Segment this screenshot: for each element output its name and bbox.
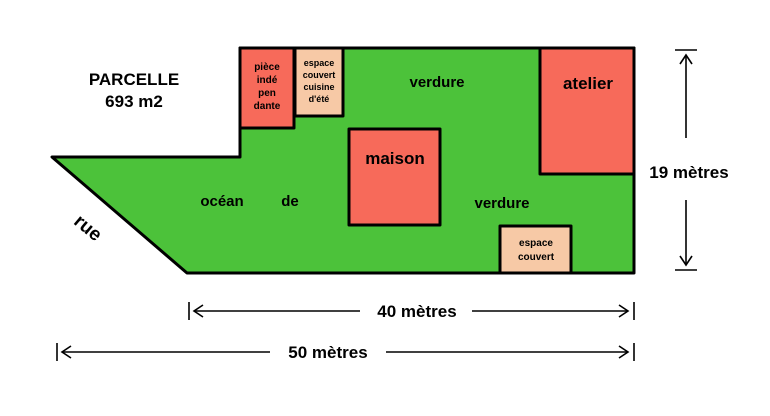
ocean-word: océan [200, 193, 243, 210]
verdure-top-word: verdure [409, 74, 464, 91]
espace-cuisine-building [293, 46, 345, 118]
espace-couvert-building [498, 224, 573, 275]
maison-building [347, 127, 442, 227]
maison-label: maison [365, 149, 425, 168]
height-dimension-label: 19 mètres [649, 163, 728, 182]
piece-independante-building [238, 46, 296, 130]
cuisine-label-line-4: d'été [309, 94, 330, 104]
street-label: rue [70, 211, 106, 246]
parcel-area: 693 m2 [105, 92, 163, 111]
espace-couvert-label-line-1: espace [519, 238, 553, 249]
atelier-label: atelier [563, 74, 613, 93]
cuisine-label-line-3: cuisine [303, 82, 334, 92]
total-width-dimension [56, 343, 635, 361]
inner-width-label: 40 mètres [377, 302, 456, 321]
height-dimension [675, 49, 697, 271]
total-width-label: 50 mètres [288, 343, 367, 362]
de-word: de [281, 193, 299, 210]
piece-label-line-4: dante [254, 101, 281, 112]
cuisine-label-line-2: couvert [303, 70, 336, 80]
atelier-building [538, 46, 636, 176]
espace-couvert-label-line-2: couvert [518, 252, 555, 263]
piece-label-line-3: pen [258, 88, 276, 99]
piece-label-line-1: pièce [254, 62, 280, 73]
piece-label-line-2: indé [257, 75, 278, 86]
verdure-bottom-word: verdure [474, 195, 529, 212]
parcel-title: PARCELLE [89, 70, 179, 89]
inner-width-dimension [188, 302, 635, 320]
cuisine-label-line-1: espace [304, 58, 335, 68]
